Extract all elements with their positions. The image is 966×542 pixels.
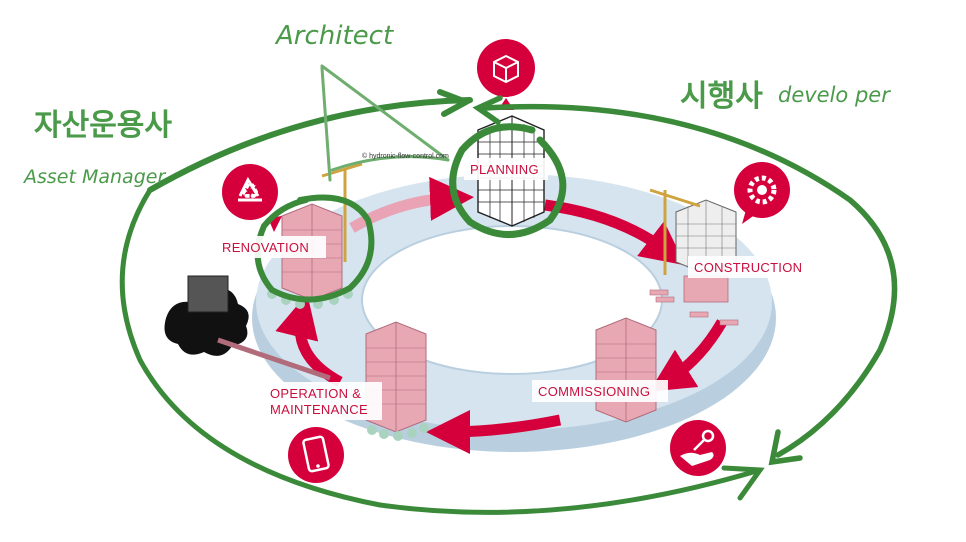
- hand-key-icon: [670, 420, 726, 476]
- developer-korean: 시행사: [680, 79, 763, 114]
- arrow-renovation-to-planning: [349, 176, 474, 233]
- stage-label-commissioning: COMMISSIONING: [532, 380, 668, 402]
- commissioning-label: COMMISSIONING: [538, 384, 650, 399]
- green-annotations: [119, 64, 898, 515]
- operation-label-line2: MAINTENANCE: [270, 402, 368, 417]
- outer-cycle-top-arrow: [147, 97, 473, 193]
- operation-label-line1: OPERATION &: [270, 386, 361, 401]
- arrow-commissioning-to-operation: [426, 409, 562, 454]
- asset-manager-english: Asset Manager: [22, 166, 166, 188]
- asset-manager-korean: 자산운용사: [34, 108, 172, 143]
- gear-icon: [734, 162, 790, 224]
- arrow-operation-to-renovation: [275, 293, 343, 387]
- construction-building: [649, 188, 739, 326]
- outer-cycle-bottom-head: [721, 465, 765, 501]
- stage-label-renovation: RENOVATION: [214, 236, 326, 258]
- architect-triangle-base: [330, 155, 450, 172]
- mobile-phone-icon: [288, 427, 344, 483]
- planning-label: PLANNING: [470, 162, 539, 177]
- outer-cycle-top-head: [437, 89, 474, 117]
- planning-circle: [449, 123, 567, 238]
- svg-text:♻: ♻: [240, 180, 260, 205]
- developer-head-top: [472, 95, 503, 125]
- architect-annotation: Architect: [274, 21, 394, 51]
- outer-cycle-left-arc: [119, 187, 383, 508]
- renovation-circle: [254, 194, 375, 303]
- architect-triangle-right: [320, 64, 450, 162]
- stage-label-operation: OPERATION & MAINTENANCE: [264, 382, 382, 420]
- commissioning-building: [595, 317, 657, 423]
- renovation-label: RENOVATION: [222, 240, 309, 255]
- watermark: © hydronic-flow-control.com: [362, 152, 449, 160]
- architect-triangle-left: [320, 66, 332, 182]
- recycle-icon: ♻: [222, 164, 282, 232]
- construction-label: CONSTRUCTION: [694, 260, 802, 275]
- developer-arc: [482, 103, 898, 458]
- developer-head-bottom: [768, 429, 803, 466]
- stage-label-planning: PLANNING: [464, 158, 548, 180]
- outer-cycle-bottom-arc: [377, 467, 763, 515]
- dark-building-blob: [164, 275, 331, 381]
- arrow-construction-to-commissioning: [649, 319, 727, 392]
- stage-label-construction: CONSTRUCTION: [688, 256, 816, 278]
- cube-icon: [477, 39, 535, 110]
- developer-english: develo per: [778, 83, 891, 107]
